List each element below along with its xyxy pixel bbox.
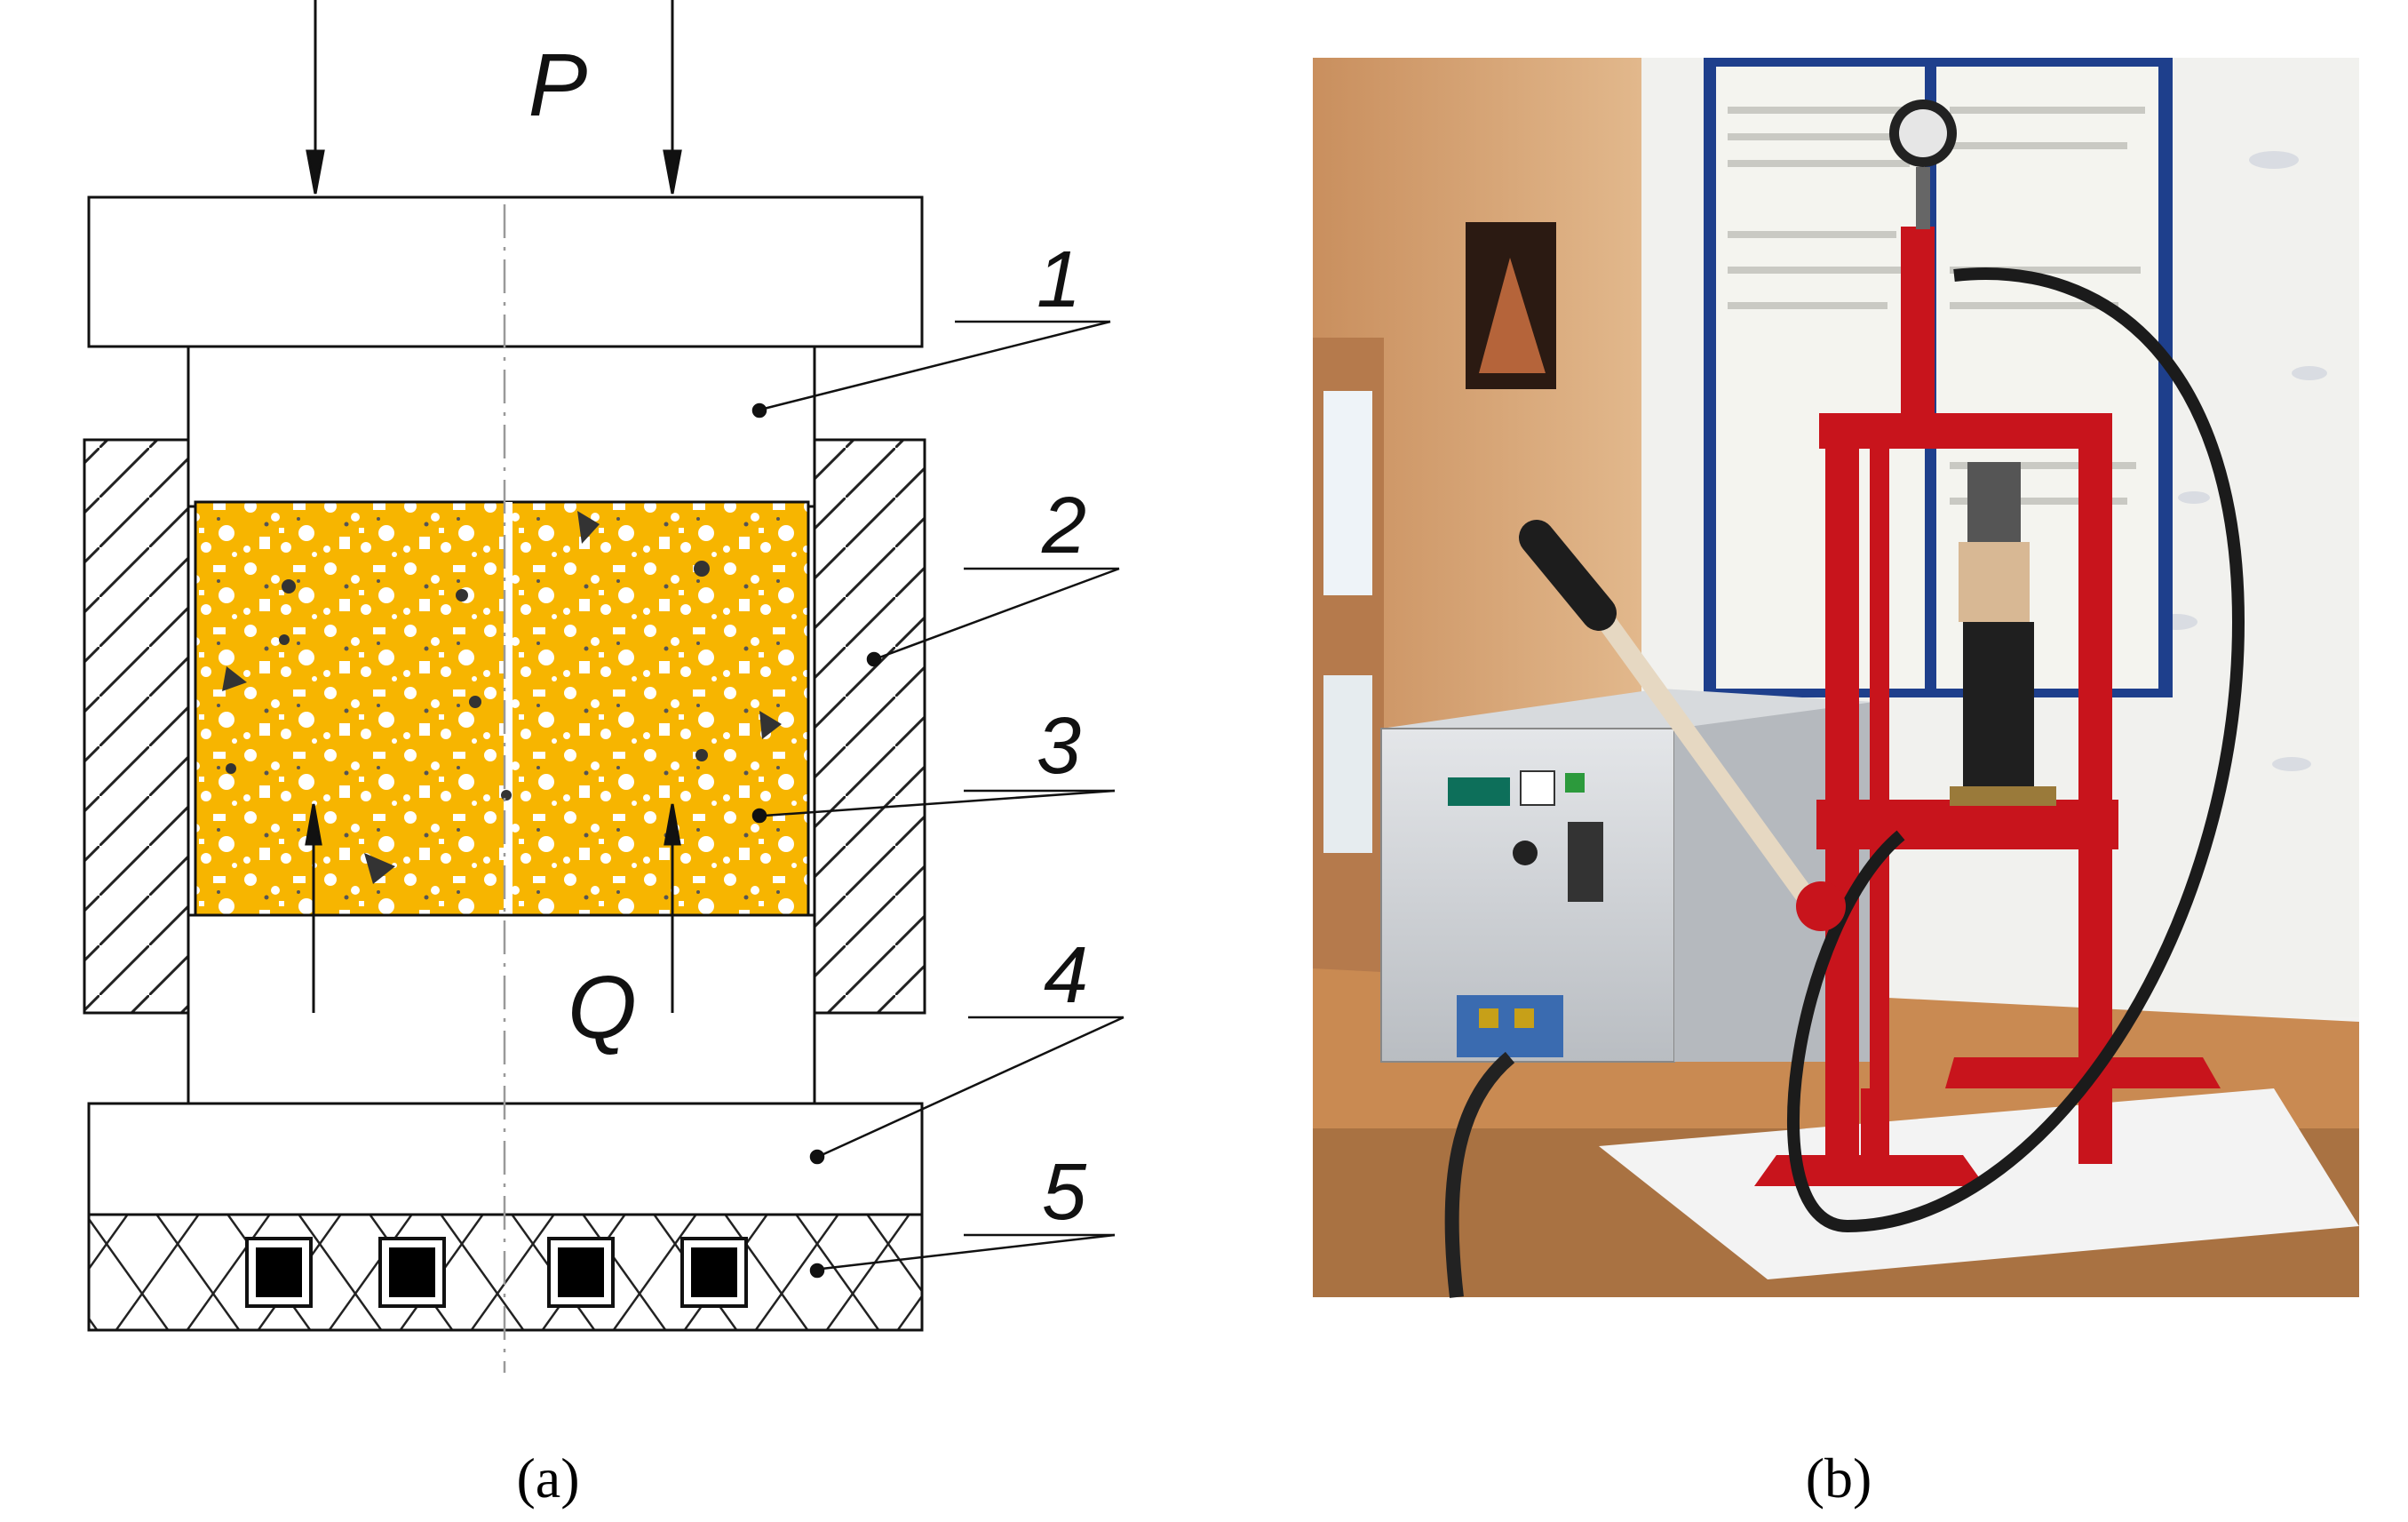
heating-elements bbox=[245, 1237, 748, 1308]
lower-punch bbox=[187, 913, 816, 1105]
hydraulic-press bbox=[1754, 227, 2221, 1186]
force-label-q: Q bbox=[568, 958, 637, 1057]
callout-3: 3 bbox=[1037, 702, 1081, 791]
pressure-gauge bbox=[1889, 100, 1957, 229]
force-label-p: P bbox=[528, 36, 588, 135]
pump-lever bbox=[1519, 520, 1846, 931]
caption-b: (b) bbox=[1806, 1446, 1872, 1510]
callout-2: 2 bbox=[1041, 482, 1086, 570]
callout-5: 5 bbox=[1042, 1148, 1087, 1237]
callout-4: 4 bbox=[1044, 931, 1088, 1020]
photo-panel: (b) bbox=[1313, 58, 2359, 1510]
mould-wall-left bbox=[83, 438, 190, 1015]
sample-particles bbox=[222, 511, 782, 884]
hydraulic-hose bbox=[1787, 267, 2245, 1233]
force-arrows-bottom bbox=[305, 803, 681, 1013]
callout-1: 1 bbox=[1037, 235, 1081, 324]
force-arrows-top bbox=[306, 0, 682, 195]
control-cable bbox=[1444, 1051, 1515, 1298]
sample bbox=[194, 500, 810, 917]
upper-punch bbox=[187, 345, 816, 508]
callout-leaders bbox=[751, 320, 1125, 1279]
mould-wall-right bbox=[813, 438, 926, 1015]
control-unit bbox=[1380, 689, 1874, 1063]
schematic-panel: P Q bbox=[83, 0, 1125, 1510]
press-mould bbox=[1950, 462, 2056, 806]
caption-a: (a) bbox=[516, 1446, 579, 1510]
